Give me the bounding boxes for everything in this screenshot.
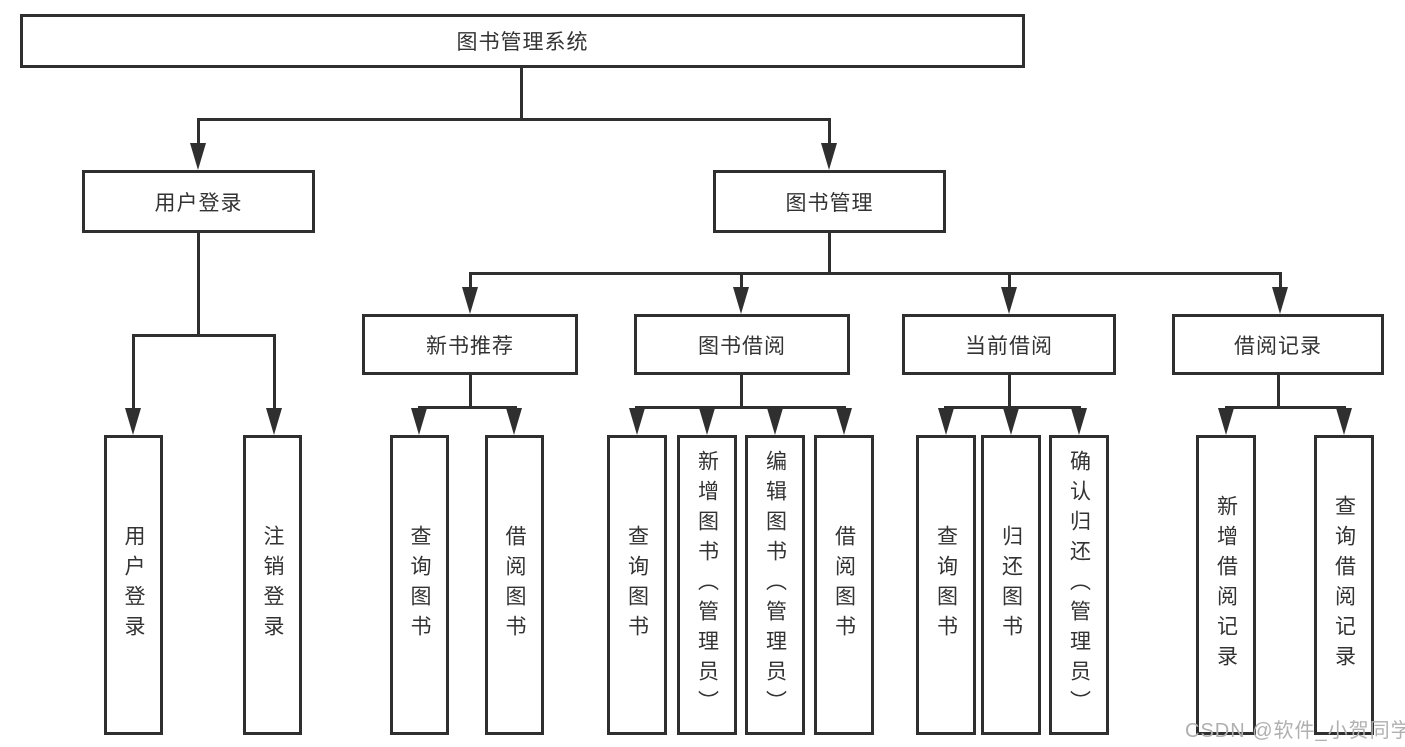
arrow-down-icon [411, 408, 427, 435]
node-borrowing-records: 借阅记录 [1172, 314, 1384, 375]
leaf-label: 借阅图书 [503, 525, 526, 645]
arrow-down-icon [1336, 408, 1352, 435]
connector-line [469, 272, 472, 292]
arrow-down-icon [699, 408, 715, 435]
leaf-query-borrow-record: 查询借阅记录 [1314, 435, 1374, 735]
leaf-user-login: 用户登录 [104, 435, 163, 735]
node-book-borrowing: 图书借阅 [634, 314, 850, 375]
leaf-label: 注销登录 [261, 525, 284, 645]
connector-line [418, 406, 517, 409]
leaf-confirm-return-admin: 确认归还（管理员） [1049, 435, 1109, 735]
node-current-borrowing: 当前借阅 [902, 314, 1116, 375]
connector-line [469, 272, 1282, 275]
arrow-down-icon [1003, 408, 1019, 435]
connector-line [1008, 375, 1011, 408]
leaf-label: 查询借阅记录 [1332, 495, 1356, 675]
node-label: 借阅记录 [1234, 334, 1322, 358]
connector-line [1277, 375, 1280, 408]
leaf-label: 确认归还（管理员） [1067, 450, 1091, 720]
node-user-login: 用户登录 [82, 170, 315, 233]
leaf-label: 新增借阅记录 [1214, 495, 1238, 675]
connector-line [1008, 272, 1011, 292]
arrow-down-icon [733, 287, 749, 314]
leaf-label: 归还图书 [999, 525, 1023, 645]
leaf-label: 查询图书 [934, 525, 958, 645]
connector-line [197, 118, 831, 121]
connector-line [1279, 272, 1282, 292]
arrow-down-icon [821, 143, 837, 170]
leaf-label: 查询图书 [408, 525, 431, 645]
arrow-down-icon [1001, 287, 1017, 314]
leaf-query-books-recommend: 查询图书 [390, 435, 449, 735]
leaf-label: 用户登录 [122, 525, 145, 645]
leaf-logout-login: 注销登录 [243, 435, 302, 735]
leaf-return-book: 归还图书 [981, 435, 1041, 735]
arrow-down-icon [938, 408, 954, 435]
arrow-down-icon [1071, 408, 1087, 435]
leaf-label: 查询图书 [625, 525, 649, 645]
connector-line [132, 334, 276, 337]
arrow-down-icon [836, 408, 852, 435]
node-label: 图书管理 [785, 191, 874, 215]
arrow-down-icon [1218, 408, 1234, 435]
arrow-down-icon [266, 408, 282, 435]
connector-line [520, 68, 523, 120]
arrow-down-icon [767, 408, 783, 435]
leaf-add-book-admin: 新增图书（管理员） [677, 435, 737, 735]
connector-line [635, 406, 846, 409]
connector-line [273, 334, 276, 409]
connector-line [1225, 406, 1346, 409]
arrow-down-icon [125, 408, 141, 435]
leaf-query-books-borrow: 查询图书 [607, 435, 667, 735]
connector-line [197, 118, 200, 148]
connector-line [469, 375, 472, 408]
leaf-borrow-books-borrow: 借阅图书 [814, 435, 874, 735]
csdn-watermark: CSDN @软件_小贺同学 [1185, 720, 1405, 742]
connector-line [197, 233, 200, 337]
leaf-borrow-books-recommend: 借阅图书 [485, 435, 544, 735]
arrow-down-icon [190, 143, 206, 170]
node-book-management: 图书管理 [713, 170, 946, 233]
node-label: 当前借阅 [965, 334, 1053, 358]
node-new-book-recommendation: 新书推荐 [362, 314, 578, 375]
leaf-label: 编辑图书（管理员） [763, 450, 787, 720]
arrow-down-icon [506, 408, 522, 435]
leaf-label: 借阅图书 [832, 525, 856, 645]
node-label: 新书推荐 [426, 334, 514, 358]
node-label: 用户登录 [154, 191, 243, 215]
connector-line [740, 272, 743, 292]
leaf-query-books-current: 查询图书 [916, 435, 976, 735]
node-label: 图书管理系统 [456, 31, 589, 54]
connector-line [740, 375, 743, 408]
node-library-management-system: 图书管理系统 [20, 14, 1025, 68]
arrow-down-icon [1272, 287, 1288, 314]
connector-line [828, 118, 831, 148]
node-label: 图书借阅 [698, 334, 786, 358]
connector-line [132, 334, 135, 409]
leaf-label: 新增图书（管理员） [695, 450, 719, 720]
connector-line [944, 406, 1081, 409]
connector-line [828, 233, 831, 274]
arrow-down-icon [629, 408, 645, 435]
leaf-add-borrow-record: 新增借阅记录 [1196, 435, 1256, 735]
leaf-edit-book-admin: 编辑图书（管理员） [745, 435, 805, 735]
arrow-down-icon [462, 287, 478, 314]
